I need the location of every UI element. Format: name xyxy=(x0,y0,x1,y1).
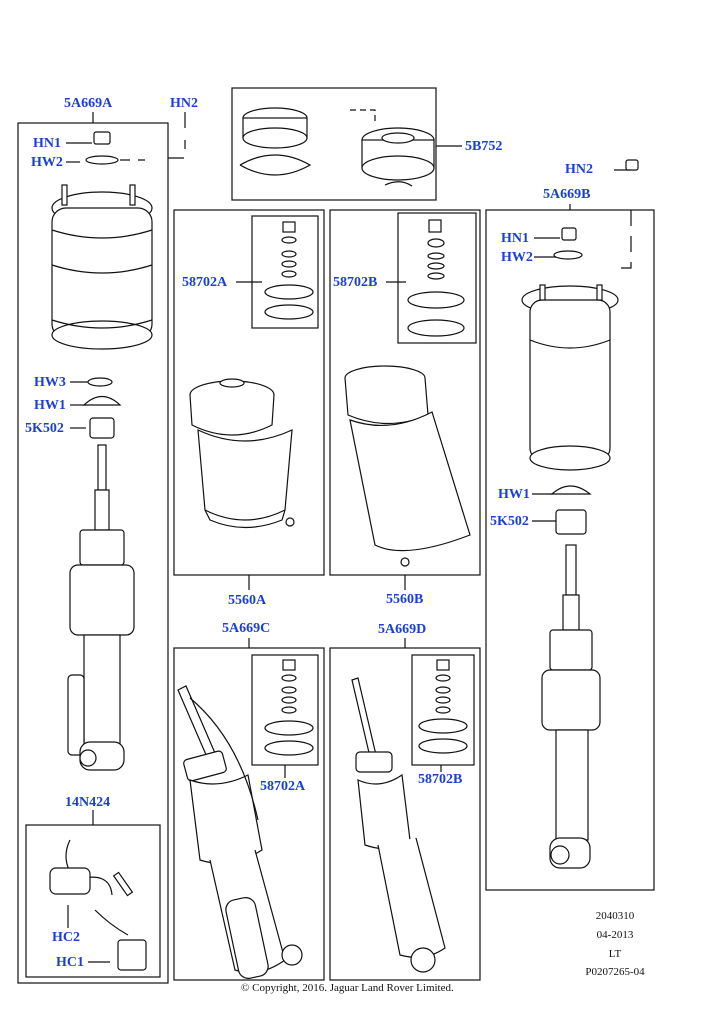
left-air-spring-assembly xyxy=(51,131,153,771)
label-5b752: 5B752 xyxy=(465,139,503,154)
frame-5b752 xyxy=(231,87,437,201)
label-58702b-bot: 58702B xyxy=(418,772,463,787)
label-5560b: 5560B xyxy=(386,592,424,607)
label-hn1-right: HN1 xyxy=(501,231,529,246)
frame-58702b-top xyxy=(397,212,477,344)
label-hn2-top: HN2 xyxy=(170,96,198,111)
label-58702b-top: 58702B xyxy=(333,275,378,290)
frame-58702a-bot xyxy=(251,654,319,766)
air-spring-5560b xyxy=(344,365,471,567)
label-hw2-right: HW2 xyxy=(501,250,533,265)
right-air-spring-assembly xyxy=(521,159,639,869)
label-hn1-left: HN1 xyxy=(33,136,61,151)
label-hn2-right: HN2 xyxy=(565,162,593,177)
air-spring-5560a xyxy=(189,378,295,529)
label-hw3: HW3 xyxy=(34,375,66,390)
label-5k502-right: 5K502 xyxy=(490,514,529,529)
doc-code-line2: 04-2013 xyxy=(596,929,634,941)
label-5a669c: 5A669C xyxy=(222,621,271,636)
label-hw1-left: HW1 xyxy=(34,398,66,413)
label-5a669b: 5A669B xyxy=(543,187,591,202)
ring-kits xyxy=(264,219,468,756)
label-hc1: HC1 xyxy=(56,955,84,970)
label-58702a-top: 58702A xyxy=(182,275,228,290)
label-14n424: 14N424 xyxy=(65,795,111,810)
doc-code-line1: 2040310 xyxy=(595,910,635,922)
copyright-notice: © Copyright, 2016. Jaguar Land Rover Lim… xyxy=(241,982,454,994)
label-5560a: 5560A xyxy=(228,593,267,608)
label-5k502-left: 5K502 xyxy=(25,421,64,436)
frame-58702b-bot xyxy=(411,654,475,766)
doc-code-line4: P0207265-04 xyxy=(585,966,645,978)
label-hw1-right: HW1 xyxy=(498,487,530,502)
damper-5a669c xyxy=(177,685,303,979)
damper-5a669d xyxy=(351,677,446,973)
label-hw2-left: HW2 xyxy=(31,155,63,170)
label-hc2: HC2 xyxy=(52,930,80,945)
frame-58702a-top xyxy=(251,215,319,329)
label-58702a-bot: 58702A xyxy=(260,779,306,794)
sensor-kit-14n424 xyxy=(49,839,147,971)
doc-code-line3: LT xyxy=(608,948,622,960)
label-5a669a: 5A669A xyxy=(64,96,113,111)
label-5a669d: 5A669D xyxy=(378,622,427,637)
mount-5b752-parts xyxy=(239,107,435,187)
